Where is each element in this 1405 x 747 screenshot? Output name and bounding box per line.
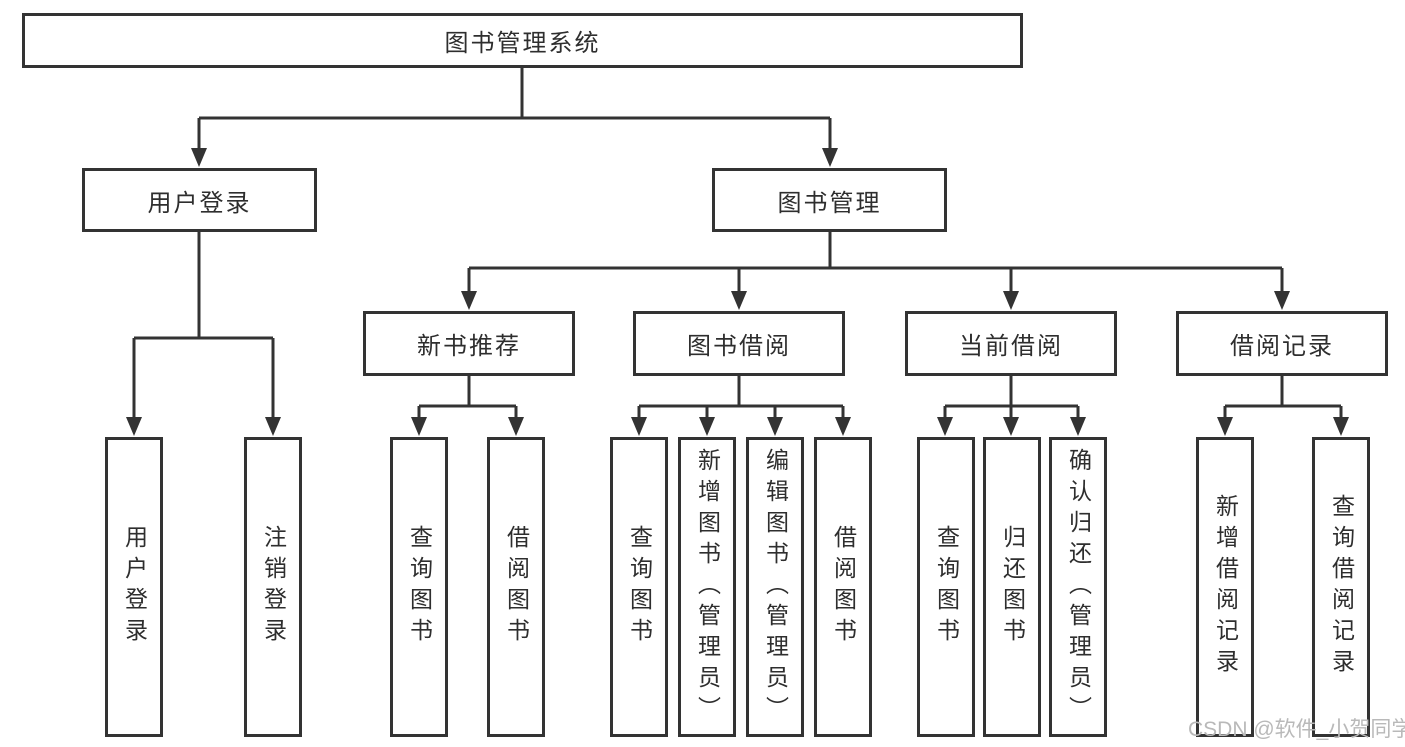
node-label: 查询图书 (406, 525, 433, 649)
node-library-management-system: 图书管理系统 (22, 13, 1023, 68)
node-query-books-borrowing: 查询图书 (610, 437, 668, 737)
node-add-borrow-record: 新增借阅记录 (1196, 437, 1254, 737)
node-label: 注销登录 (260, 525, 287, 649)
node-new-book-recommendation: 新书推荐 (363, 311, 575, 376)
node-label: 当前借阅 (959, 333, 1063, 360)
node-borrow-books: 借阅图书 (814, 437, 872, 737)
node-label: 借阅图书 (503, 525, 530, 649)
node-label: 图书借阅 (687, 333, 791, 360)
node-label: 借阅图书 (830, 525, 857, 649)
node-label: 查询借阅记录 (1328, 494, 1355, 680)
node-book-borrowing: 图书借阅 (633, 311, 845, 376)
csdn-watermark: CSDN @软件_小贺同学 (1188, 718, 1405, 741)
node-query-books-current: 查询图书 (917, 437, 975, 737)
node-label: 用户登录 (121, 525, 148, 649)
node-label: 借阅记录 (1230, 333, 1334, 360)
node-confirm-return-admin: 确认归还（管理员） (1049, 437, 1107, 737)
node-user-login: 用户登录 (105, 437, 163, 737)
node-label: 图书管理 (777, 189, 882, 217)
node-book-management-branch: 图书管理 (712, 168, 947, 232)
node-label: 新增图书（管理员） (694, 447, 721, 727)
arrowheads (126, 148, 1349, 436)
node-label: 查询图书 (933, 525, 960, 649)
node-label: 新增借阅记录 (1212, 494, 1239, 680)
node-label: 查询图书 (626, 525, 653, 649)
node-label: 归还图书 (999, 525, 1026, 649)
node-borrow-books-recommend: 借阅图书 (487, 437, 545, 737)
node-add-book-admin: 新增图书（管理员） (678, 437, 736, 737)
node-logout: 注销登录 (244, 437, 302, 737)
node-label: 新书推荐 (417, 333, 521, 360)
node-label: 图书管理系统 (444, 30, 601, 57)
node-query-books-recommend: 查询图书 (390, 437, 448, 737)
node-borrowing-records: 借阅记录 (1176, 311, 1388, 376)
node-label: 用户登录 (147, 189, 252, 217)
node-user-login-branch: 用户登录 (82, 168, 317, 232)
node-label: 编辑图书（管理员） (762, 447, 789, 727)
node-return-book: 归还图书 (983, 437, 1041, 737)
node-label: 确认归还（管理员） (1065, 447, 1092, 727)
node-current-borrowing: 当前借阅 (905, 311, 1117, 376)
node-query-borrow-record: 查询借阅记录 (1312, 437, 1370, 737)
node-edit-book-admin: 编辑图书（管理员） (746, 437, 804, 737)
